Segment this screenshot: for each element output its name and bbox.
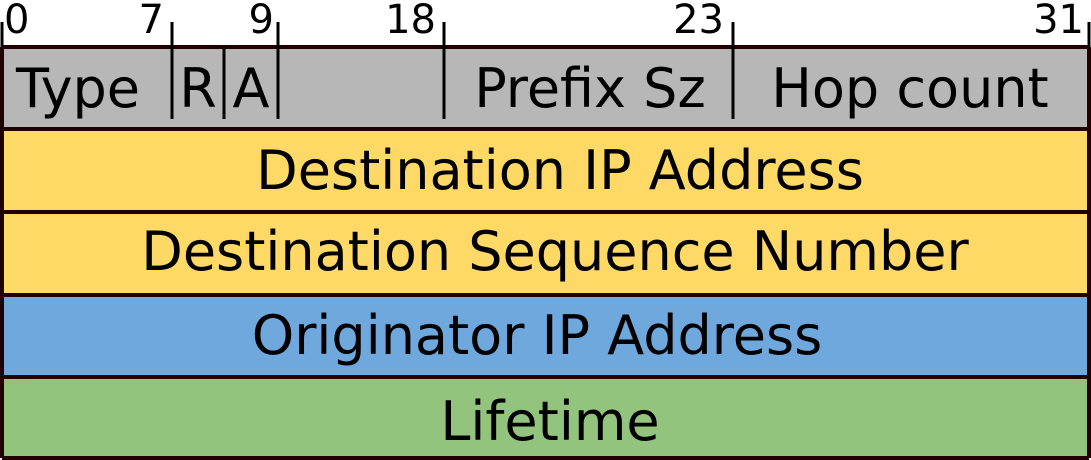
row-label-destination-ip: Destination IP Address bbox=[256, 139, 864, 202]
field-r: R bbox=[179, 57, 217, 120]
field-type: Type bbox=[15, 57, 140, 120]
row-label-originator-ip: Originator IP Address bbox=[252, 304, 823, 367]
field-prefix-sz: Prefix Sz bbox=[474, 57, 706, 120]
bit-position-9: 9 bbox=[249, 0, 274, 43]
bit-position-31: 31 bbox=[1033, 0, 1084, 43]
lifetime-row bbox=[2, 377, 1089, 458]
destination-sequence-row bbox=[2, 212, 1089, 295]
row-label-lifetime: Lifetime bbox=[440, 390, 659, 453]
row-borders bbox=[0, 45, 1091, 460]
destination-ip-row bbox=[2, 129, 1089, 212]
bit-position-23: 23 bbox=[673, 0, 724, 43]
field-a: A bbox=[233, 57, 270, 120]
edge-ticks bbox=[0, 22, 1091, 47]
originator-ip-row bbox=[2, 295, 1089, 377]
field-hop-count: Hop count bbox=[771, 57, 1048, 120]
header-dividers bbox=[170, 22, 735, 119]
bit-position-7: 7 bbox=[139, 0, 164, 43]
bit-position-18: 18 bbox=[385, 0, 436, 43]
header-row bbox=[2, 47, 1089, 129]
row-label-destination-sequence: Destination Sequence Number bbox=[141, 220, 969, 283]
bit-position-0: 0 bbox=[4, 0, 29, 43]
